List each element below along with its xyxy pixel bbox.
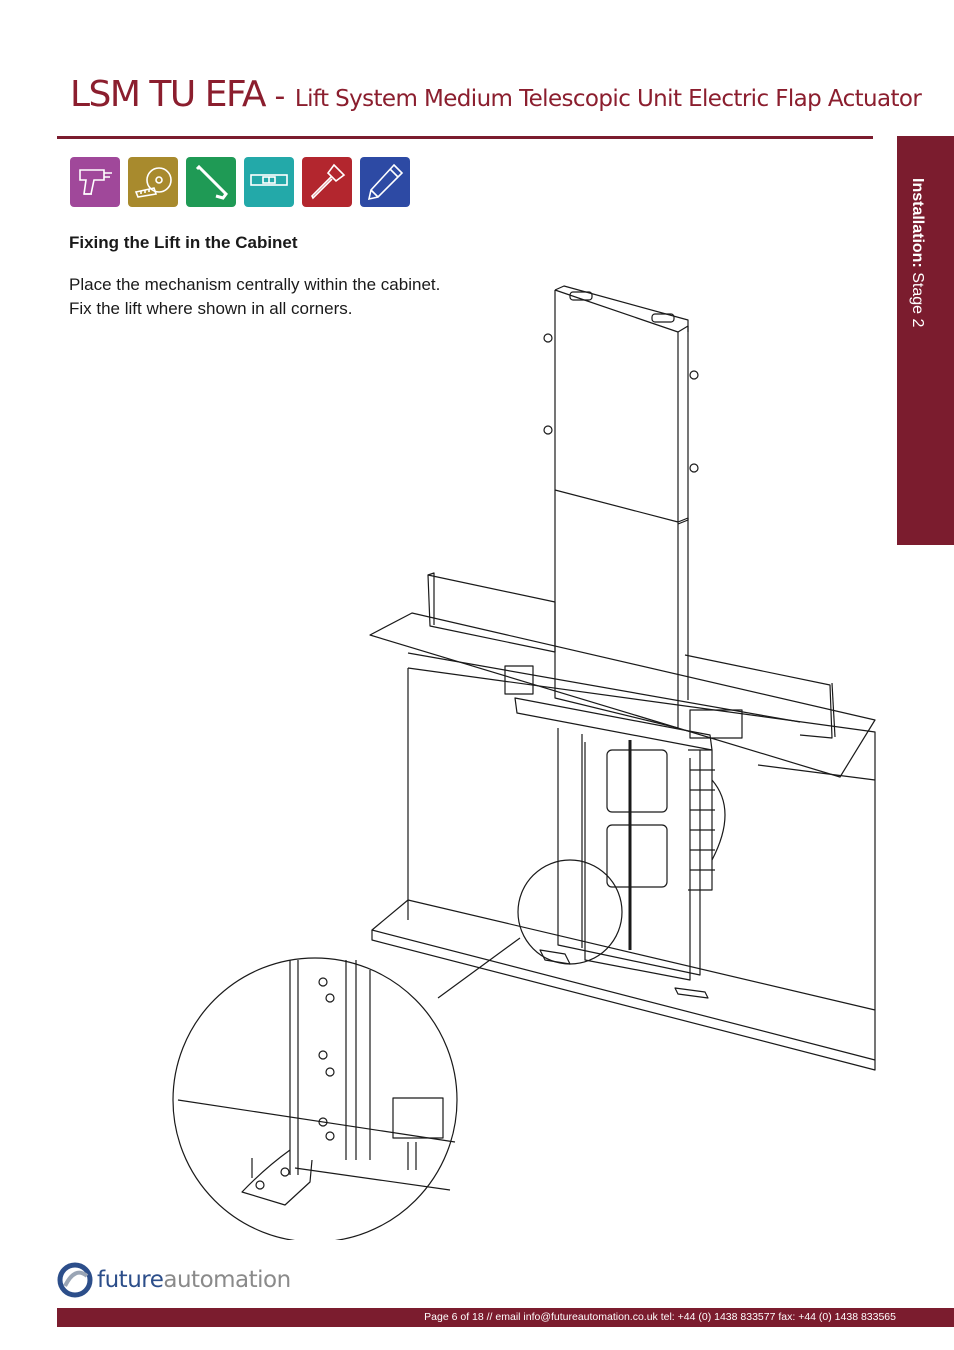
tool-icons [70, 157, 410, 207]
title-description: Lift System Medium Telescopic Unit Elect… [294, 86, 922, 112]
allen-key-icon [186, 157, 236, 207]
instruction-text: Place the mechanism centrally within the… [69, 273, 440, 321]
instruction-line-1: Place the mechanism centrally within the… [69, 275, 441, 294]
section-heading: Fixing the Lift in the Cabinet [69, 233, 298, 252]
tape-measure-icon [128, 157, 178, 207]
logo-word-future: future [97, 1267, 164, 1293]
footer-contact: Page 6 of 18 // email info@futureautomat… [424, 1311, 896, 1323]
pencil-icon [360, 157, 410, 207]
logo-swirl-icon [57, 1262, 93, 1298]
logo-wordmark: futureautomation [97, 1267, 291, 1293]
drill-icon [70, 157, 120, 207]
screwdriver-icon [302, 157, 352, 207]
section-tab [897, 136, 954, 545]
title-dash: - [264, 79, 295, 114]
title-model: LSM TU EFA [70, 74, 266, 115]
section-tab-label-bold: Installation: [909, 178, 926, 268]
lift-installation-drawing [172, 285, 876, 1240]
header-rule [57, 136, 873, 139]
footer-bar: Page 6 of 18 // email info@futureautomat… [57, 1308, 954, 1327]
company-logo: futureautomation [57, 1262, 291, 1298]
instruction-line-2: Fix the lift where shown in all corners. [69, 299, 353, 318]
page-title: LSM TU EFA - Lift System Medium Telescop… [70, 74, 922, 115]
spirit-level-icon [244, 157, 294, 207]
section-tab-label-stage: Stage 2 [909, 267, 926, 328]
logo-word-automation: automation [163, 1267, 291, 1293]
section-tab-label: Installation: Stage 2 [908, 178, 926, 327]
